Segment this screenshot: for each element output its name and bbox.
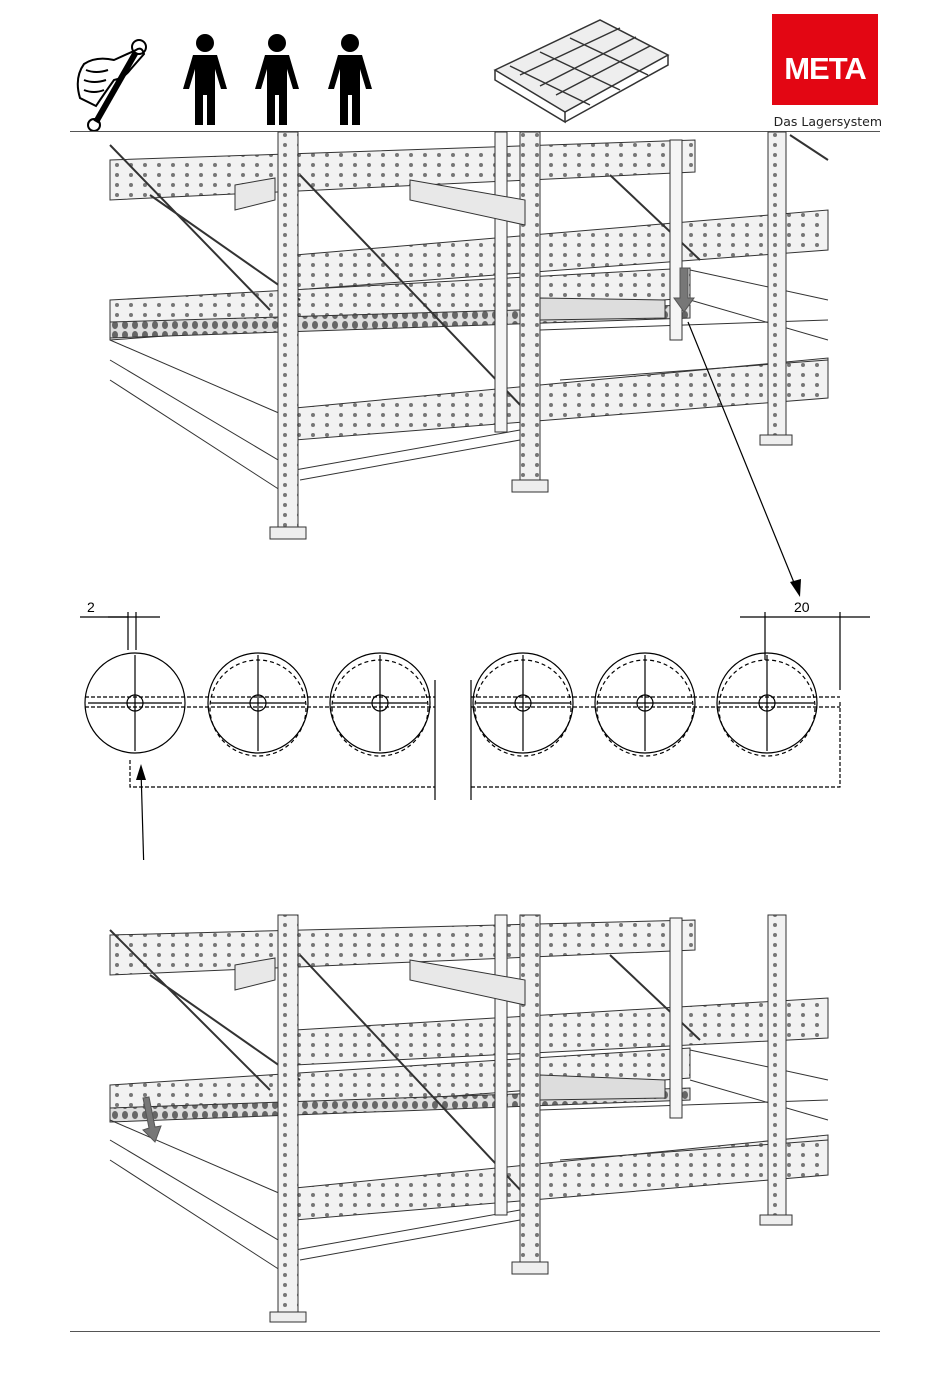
rack-illustration-bottom (0, 0, 950, 1387)
